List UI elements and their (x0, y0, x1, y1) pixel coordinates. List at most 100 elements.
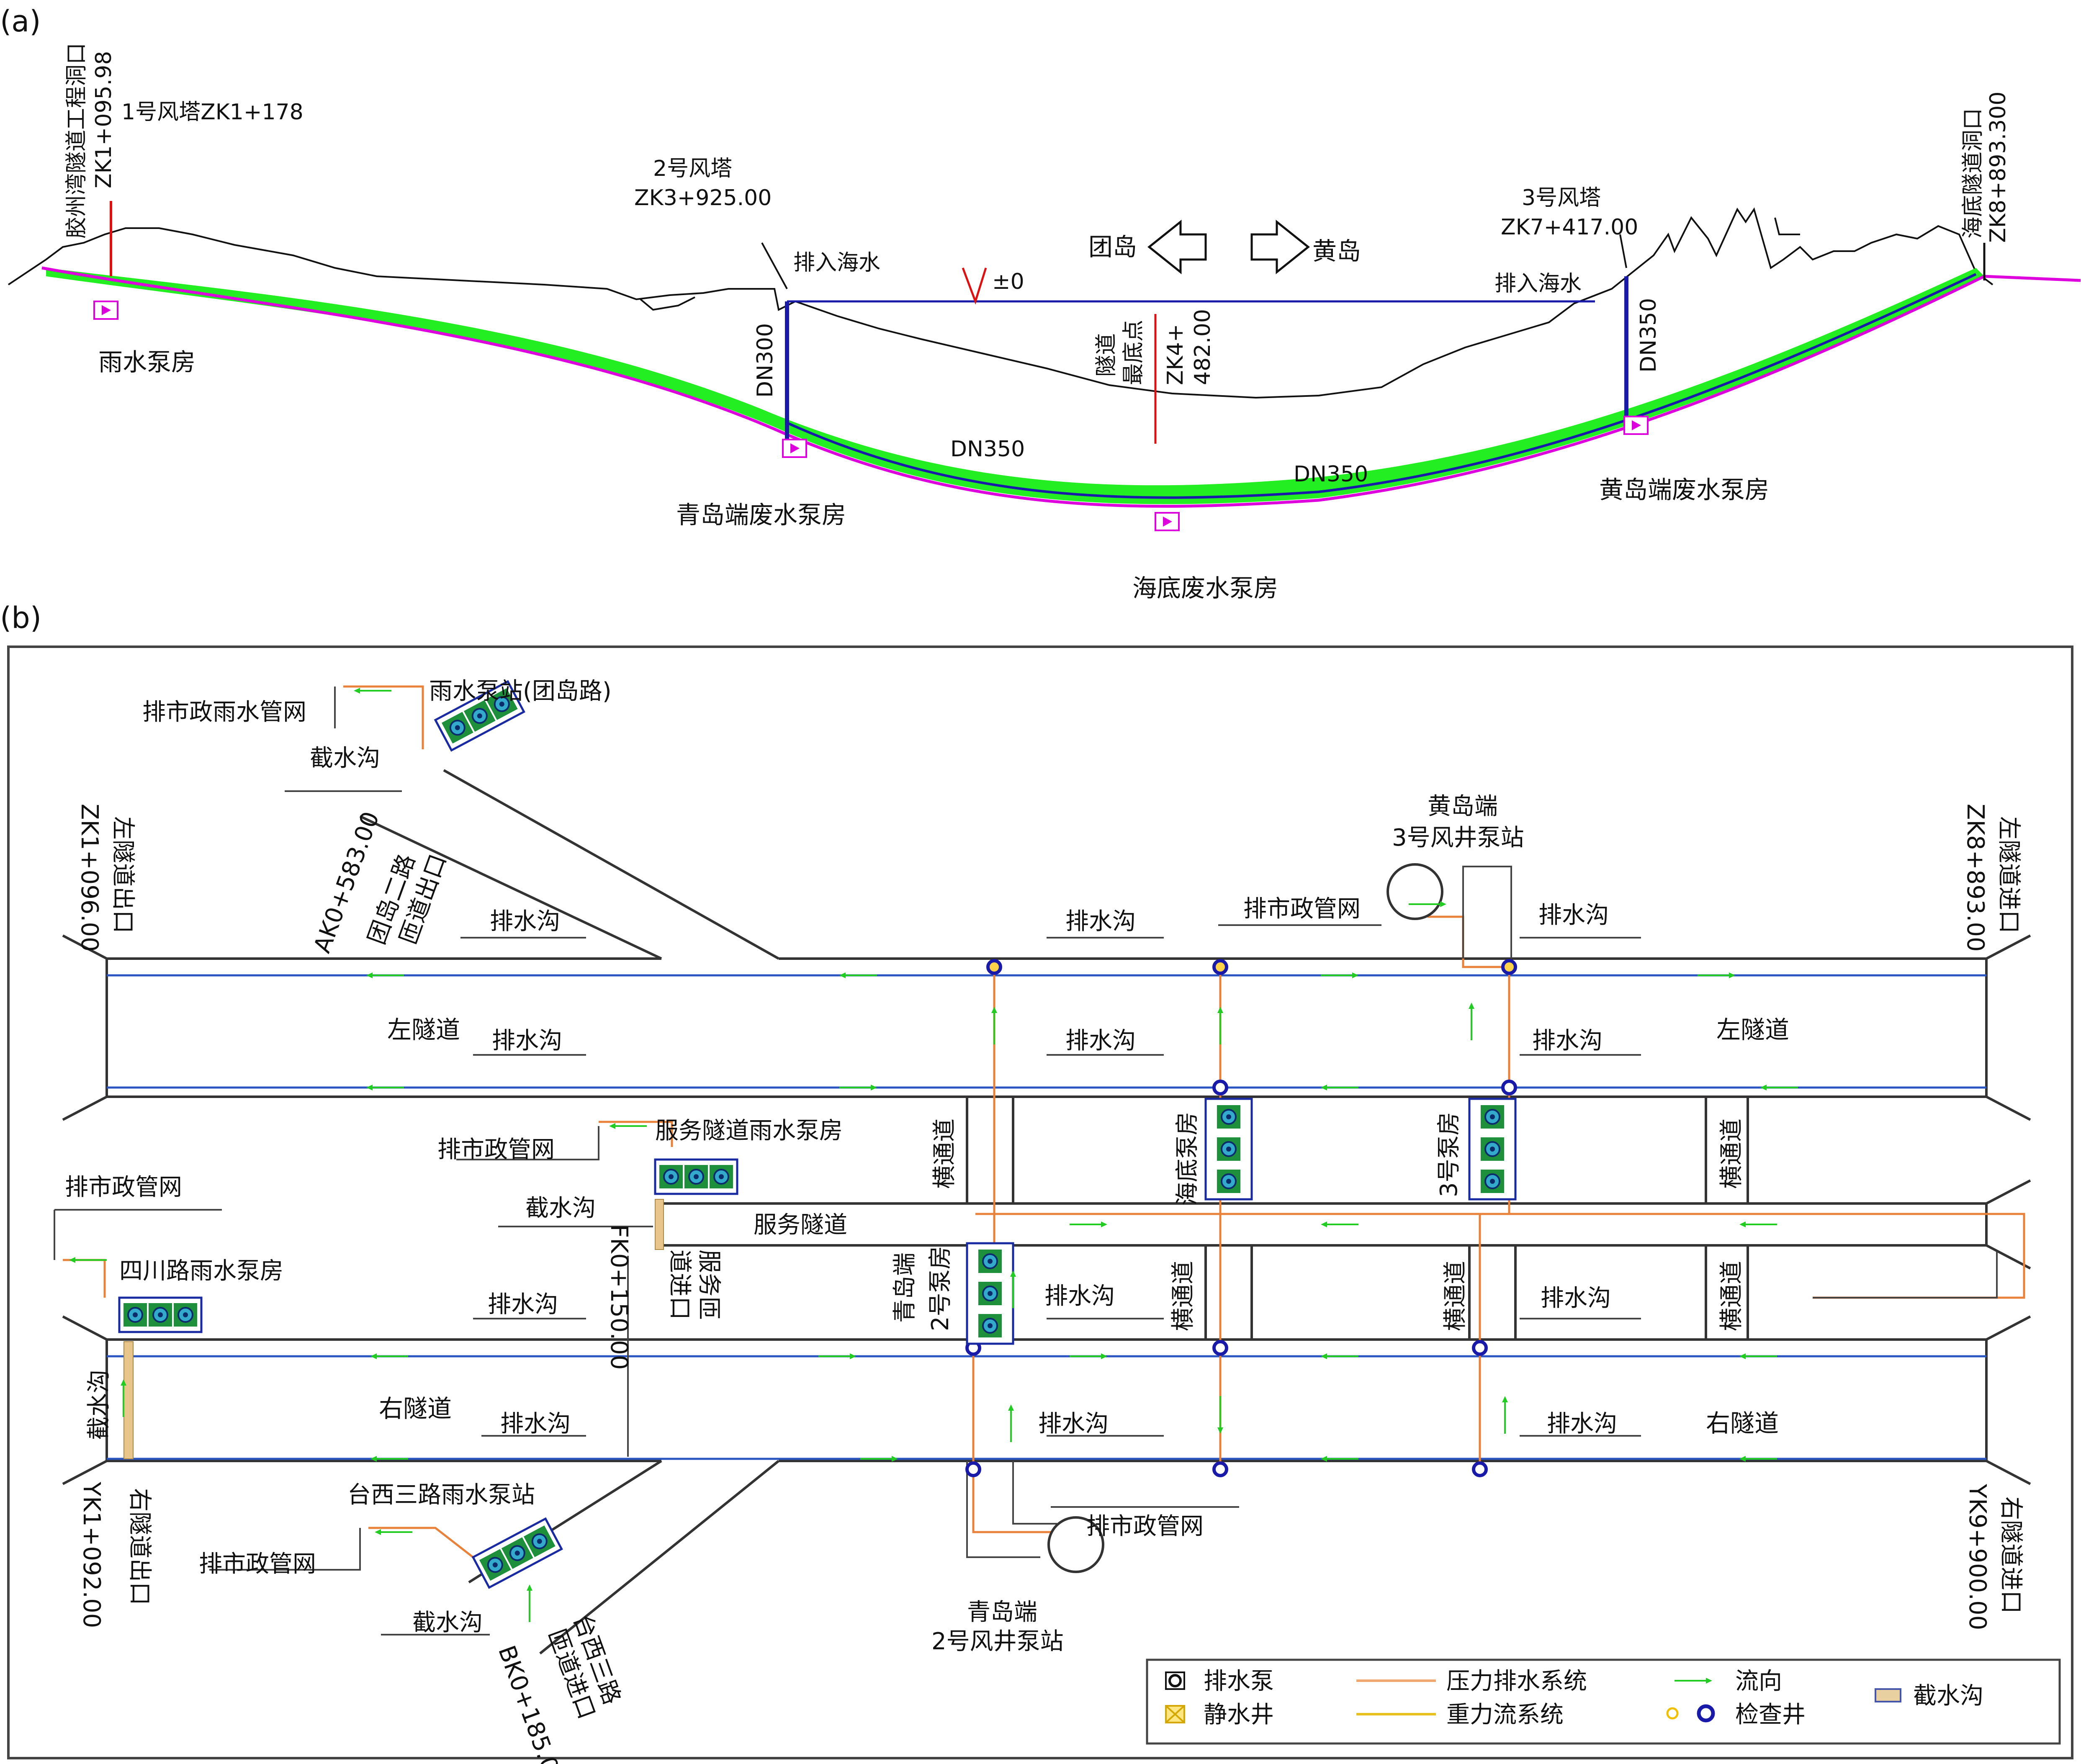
legend-still-well-label: 静水井 (1204, 1701, 1274, 1728)
taixi-rain-pumps (473, 1519, 562, 1587)
panel-b: (b) (0, 601, 2073, 1764)
tower3-name: 3号风塔 (1522, 185, 1601, 211)
lowest-line1: 隧道 (1094, 333, 1119, 377)
tower3-chainage: ZK7+417.00 (1501, 215, 1638, 240)
service-tunnel-label: 服务隧道 (754, 1211, 847, 1239)
drain-rt-2: 排水沟 (1038, 1410, 1109, 1437)
portal-right-chainage: ZK8+893.300 (1986, 92, 2011, 243)
right-tunnel-label-l: 右隧道 (379, 1394, 452, 1423)
tower2-name: 2号风塔 (653, 156, 732, 181)
hd-shaft-station (1386, 863, 1443, 920)
lowest-line4: 482.00 (1190, 309, 1215, 385)
muni-net-bottom-mid: 排市政管网 (1086, 1513, 1204, 1540)
pipe-dn350-right: DN350 (1294, 462, 1368, 487)
left-exit-chainage: ZK1+096.00 (76, 804, 103, 952)
drain-s1: 排水沟 (488, 1291, 558, 1318)
qd-shaft-station (1047, 1516, 1104, 1573)
panel-b-frame (7, 645, 2073, 1759)
rain-pump-icon (93, 301, 118, 320)
pressure-pipes (63, 685, 2025, 1558)
qingdao-pump-icon (782, 439, 807, 458)
muni-rain-net-label: 排市政雨水管网 (142, 699, 306, 726)
cross-passage-5: 横通道 (1718, 1261, 1745, 1331)
service-rain-pumps (655, 1160, 737, 1194)
right-exit-name: 右隧道出口 (126, 1488, 153, 1605)
tower2-leader (761, 242, 788, 289)
panel-a-label: (a) (0, 4, 41, 39)
service-entry-name1: 服务匝 (695, 1250, 723, 1320)
taixi-station-label: 台西三路雨水泵站 (347, 1481, 535, 1509)
drain-rt-1: 排水沟 (500, 1410, 571, 1437)
muni-net-bottom-left: 排市政管网 (199, 1551, 316, 1578)
sichuan-rain-pumps (119, 1298, 201, 1332)
cross-passage-2: 横通道 (1718, 1119, 1745, 1189)
muni-net-left-label: 排市政管网 (65, 1174, 182, 1201)
left-tunnel (62, 769, 2031, 1121)
legend-intercept-label: 截水沟 (1913, 1682, 1983, 1710)
discharge-left: 排入海水 (793, 250, 880, 275)
left-tunnel-label-l: 左隧道 (387, 1016, 460, 1044)
lowest-line2: 最底点 (1121, 320, 1146, 385)
manhole-icon (988, 961, 1001, 973)
discharge-right: 排入海水 (1495, 271, 1582, 296)
left-tunnel-label-r: 左隧道 (1716, 1016, 1789, 1044)
muni-net-top-label: 排市政管网 (1243, 895, 1361, 923)
huangdao-pump-label: 黄岛端废水泵房 (1599, 476, 1769, 504)
dir-right-label: 黄岛 (1312, 237, 1361, 265)
drain-line-magenta (41, 266, 2081, 508)
legend-still-well-icon (1165, 1705, 1185, 1723)
lowest-line3: ZK4+ (1163, 324, 1188, 385)
drain-top-right-label: 排水沟 (1538, 902, 1609, 929)
undersea-pump-label-b: 海底泵房 (1174, 1112, 1201, 1206)
legend-intercept-icon (1875, 1688, 1901, 1702)
hd-station-line2: 3号风井泵站 (1392, 824, 1524, 851)
undersea-pumps (1206, 1099, 1252, 1199)
cross-passage-3: 横通道 (1170, 1261, 1197, 1331)
muni-net-service-label: 排市政管网 (437, 1136, 555, 1163)
manhole-icon (967, 1463, 980, 1476)
qingdao-pump-label: 青岛端废水泵房 (676, 501, 846, 529)
qd-pump-line1: 青岛端 (891, 1252, 918, 1323)
drain-lt-1: 排水沟 (492, 1027, 562, 1054)
legend-flow-label: 流向 (1735, 1668, 1782, 1695)
right-entry-chainage: YK9+900.00 (1964, 1484, 1991, 1630)
sea-level-symbol (962, 267, 987, 305)
terrain-notch (640, 217, 1800, 311)
left-entry-chainage: ZK8+893.00 (1962, 804, 1989, 952)
hd-station-line1: 黄岛端 (1428, 793, 1498, 820)
huangdao-pump-icon (1623, 416, 1649, 435)
tower2-chainage: ZK3+925.00 (634, 185, 772, 211)
drain-rt-3: 排水沟 (1547, 1410, 1617, 1437)
undersea-pump-label: 海底废水泵房 (1132, 574, 1278, 602)
rain-pump-label: 雨水泵房 (98, 348, 195, 376)
left-exit-name: 左隧道出口 (109, 816, 136, 933)
pipe-dn350-left: DN350 (950, 437, 1025, 462)
manhole-icon (1214, 1081, 1227, 1094)
right-exit-intercept (123, 1341, 134, 1459)
pipe-dn300: DN300 (753, 323, 778, 398)
sea-level-label: ±0 (992, 269, 1024, 294)
qd-station-line2: 2号风井泵站 (931, 1628, 1064, 1655)
drain-lt-3: 排水沟 (1532, 1027, 1603, 1054)
tower3-leader (1619, 234, 1627, 268)
service-rain-pump-label: 服务隧道雨水泵房 (655, 1117, 843, 1144)
qd-pump2-pumps (967, 1243, 1013, 1344)
portal-left-chainage: ZK1+095.98 (91, 51, 116, 188)
legend-pump-label: 排水泵 (1204, 1668, 1274, 1695)
service-entry-chainage: FK0+150.00 (605, 1224, 633, 1370)
intercept-service-label: 截水沟 (525, 1195, 596, 1222)
force-main (786, 273, 1977, 499)
service-entry-name2: 道进口 (666, 1250, 693, 1320)
drain-s3: 排水沟 (1541, 1285, 1611, 1312)
left-entry-name: 左隧道进口 (1995, 816, 2022, 933)
intercept-v-label: 截水沟 (85, 1370, 113, 1440)
portal-right-label: 海底隧道洞口 (1960, 108, 1986, 239)
drain-1-label: 排水沟 (490, 908, 560, 935)
arrow-right-icon (1250, 219, 1310, 275)
cross-passage-1: 横通道 (931, 1119, 958, 1189)
legend-inspection-label: 检查井 (1735, 1701, 1806, 1728)
leader-lines (54, 687, 1998, 1635)
arrow-left-icon (1147, 219, 1207, 275)
undersea-pump-icon (1155, 512, 1180, 531)
manhole-icon (1503, 961, 1515, 973)
